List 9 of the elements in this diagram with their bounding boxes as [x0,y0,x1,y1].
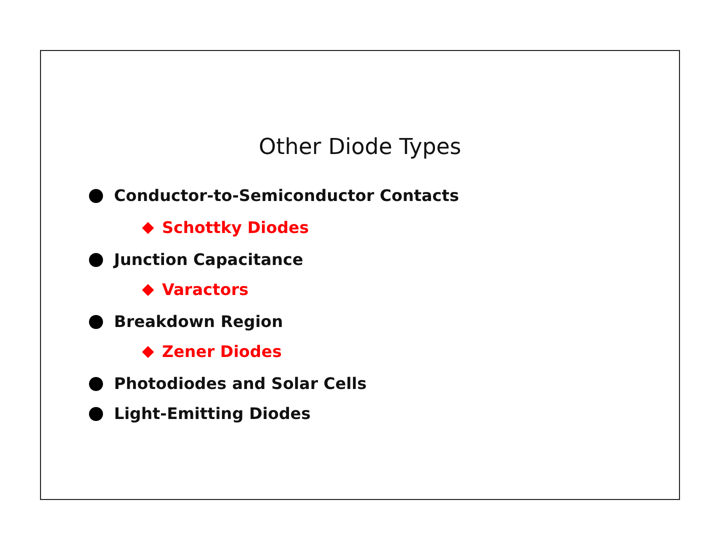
sub-list-item: Zener Diodes [162,342,282,362]
list-item: Breakdown Region [114,312,284,332]
sub-list-item: Varactors [162,280,249,300]
sub-list-item: Schottky Diodes [162,218,309,238]
list-item: Photodiodes and Solar Cells [114,374,367,394]
slide-title: Other Diode Types [258,135,462,160]
list-item: Conductor-to-Semiconductor Contacts [114,186,459,206]
list-item: Junction Capacitance [114,250,304,270]
list-item: Light-Emitting Diodes [114,404,311,424]
